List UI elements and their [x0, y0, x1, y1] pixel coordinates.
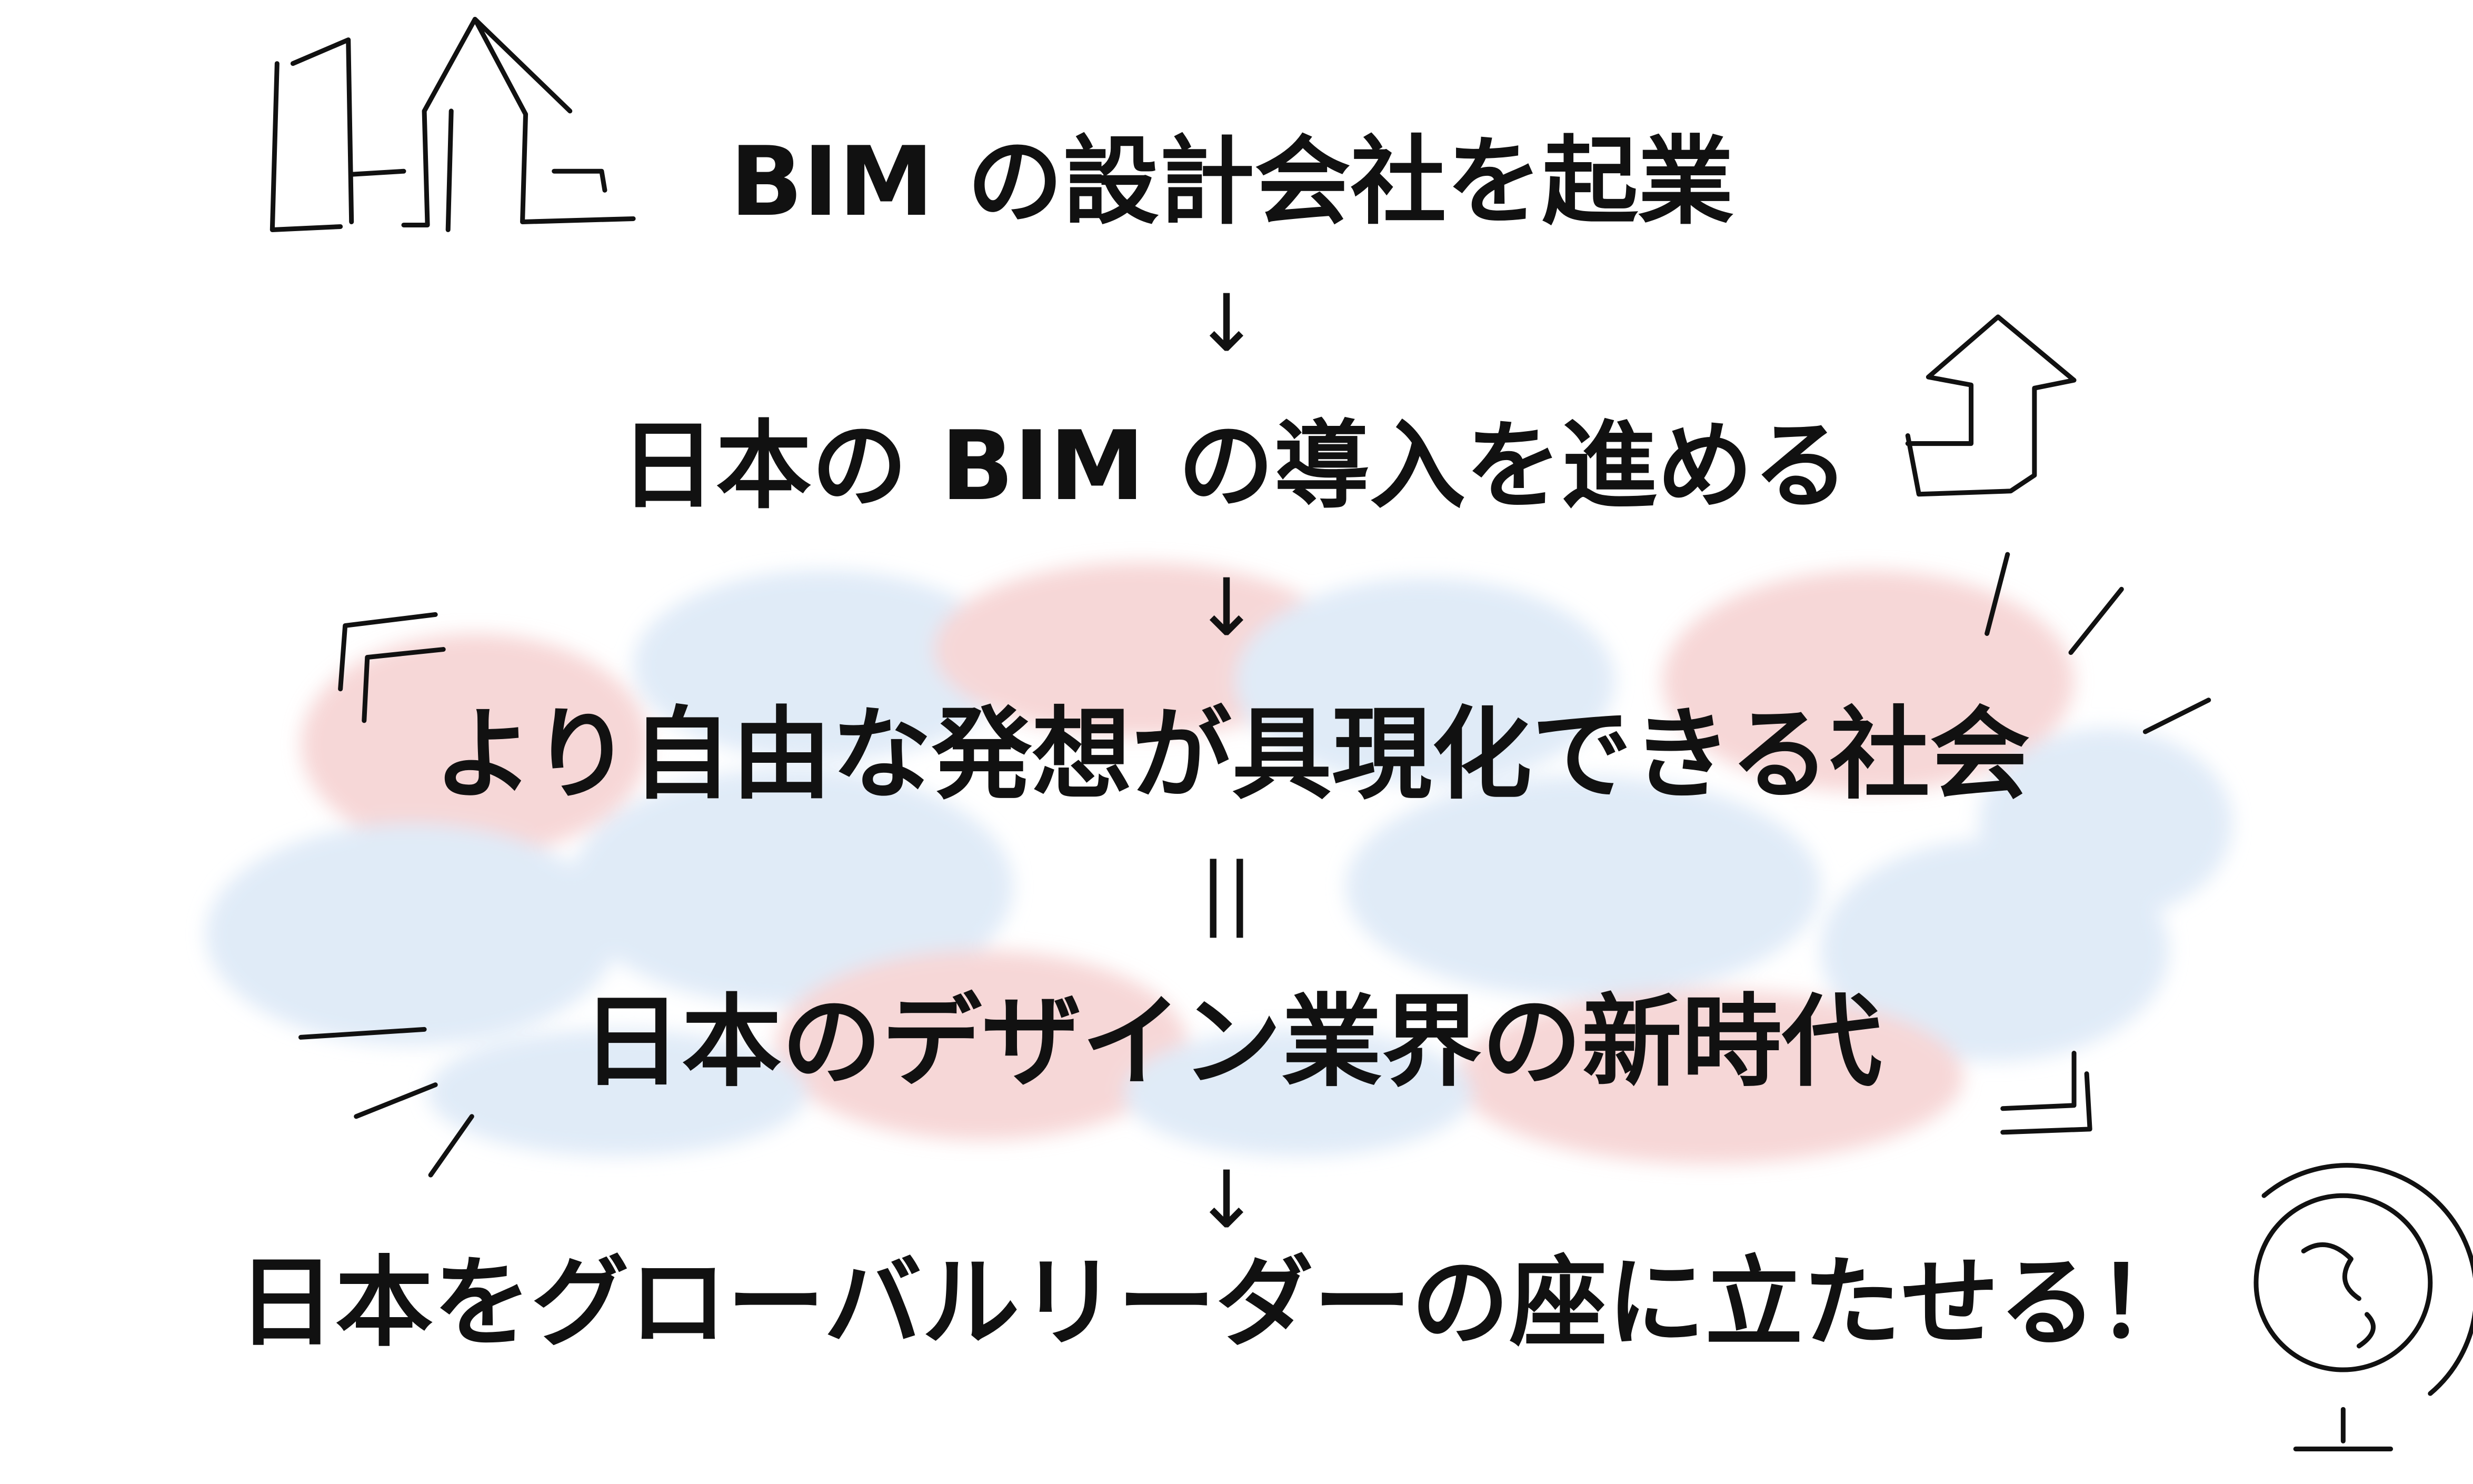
step-promote-bim-adoption: 日本の BIM の導入を進める: [620, 410, 1849, 522]
step-new-era-design-industry: 日本のデザイン業界の新時代: [581, 984, 1882, 1100]
up-arrow-doodle: [1905, 314, 2077, 497]
sparkle-lines-top-right: [1985, 552, 2211, 734]
close-bracket-doodle: [2000, 1050, 2092, 1135]
down-arrow-3: ↓: [1193, 1154, 1260, 1246]
building-doodle: [270, 16, 636, 233]
open-bracket-doodle: [338, 612, 446, 723]
step-global-leader-goal: 日本をグローバルリーダーの座に立たせる！: [237, 1246, 2195, 1360]
down-arrow-2: ↓: [1193, 562, 1260, 654]
step-start-bim-design-company: BIM の設計会社を起業: [730, 126, 1734, 237]
globe-doodle: [2253, 1163, 2473, 1451]
sparkle-lines-bottom-left: [298, 1027, 474, 1178]
equals-connector: ||: [1200, 846, 1253, 938]
down-arrow-1: ↓: [1193, 278, 1260, 370]
step-free-ideas-society: より自由な発想が具現化できる社会: [433, 696, 2030, 813]
watercolor-wash: [205, 562, 2232, 1164]
